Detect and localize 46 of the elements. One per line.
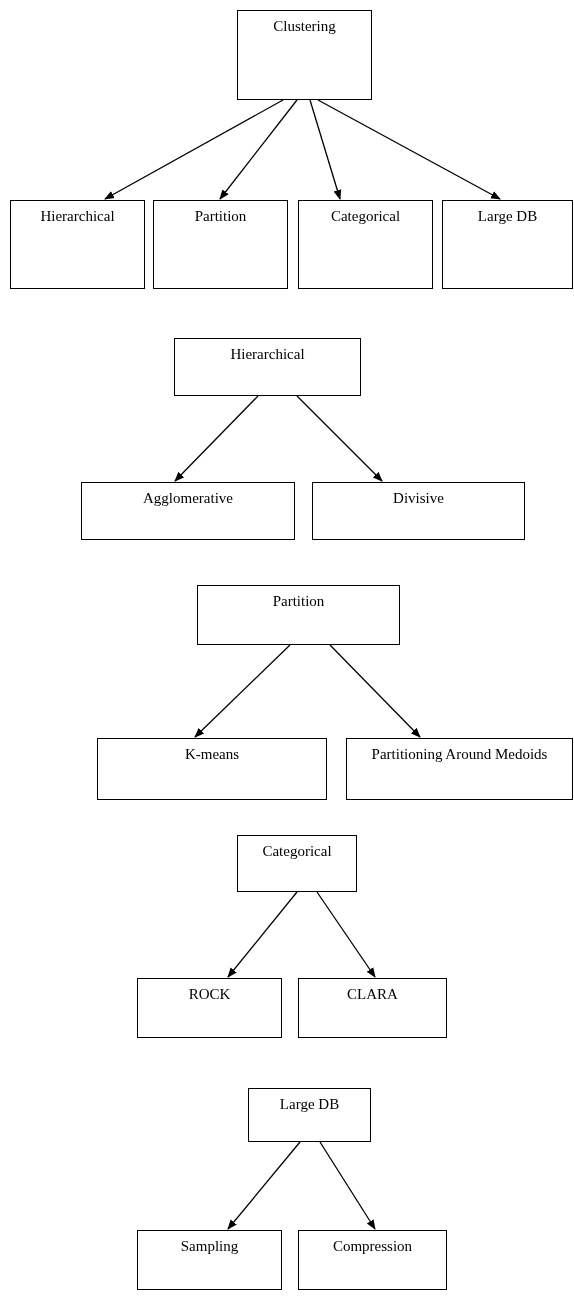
box-label: Sampling [180, 1239, 239, 1255]
box-label: Hierarchical [230, 347, 305, 363]
box-label: Categorical [262, 844, 332, 860]
process-box [10, 200, 145, 289]
process-box [137, 978, 282, 1038]
process-box [197, 585, 400, 645]
process-box [312, 482, 525, 540]
box-label: Clustering [273, 19, 336, 35]
box-label: Partition [272, 594, 325, 610]
process-box [237, 10, 372, 100]
box-label: Large DB [477, 209, 538, 225]
box-label: Hierarchical [40, 209, 115, 225]
box-label: Large DB [279, 1097, 340, 1113]
box-label: Partitioning Around Medoids [371, 747, 548, 763]
process-box [97, 738, 327, 800]
arrow [319, 1141, 376, 1230]
process-box [298, 1230, 447, 1290]
arrow [296, 395, 383, 482]
arrow [316, 891, 376, 978]
arrow [174, 395, 259, 482]
process-box [174, 338, 361, 396]
arrow [219, 99, 298, 200]
process-box [153, 200, 288, 289]
box-label: Partition [194, 209, 247, 225]
process-box [298, 978, 447, 1038]
box-label: ROCK [188, 987, 231, 1003]
box-label: Agglomerative [143, 491, 233, 507]
box-label: CLARA [347, 987, 398, 1003]
process-box [137, 1230, 282, 1290]
arrow [309, 99, 342, 200]
arrow [104, 99, 284, 200]
arrow [194, 644, 291, 738]
process-box [81, 482, 295, 540]
process-box [442, 200, 573, 289]
process-box [248, 1088, 371, 1142]
process-box [298, 200, 433, 289]
box-label: K-means [184, 747, 240, 763]
process-box [346, 738, 573, 800]
box-label: Compression [332, 1239, 413, 1255]
arrow [329, 644, 421, 738]
arrow [227, 1141, 301, 1230]
arrow [317, 99, 501, 200]
process-box [237, 835, 357, 892]
box-label: Divisive [393, 491, 444, 507]
arrow [227, 891, 298, 978]
box-label: Categorical [330, 209, 401, 225]
